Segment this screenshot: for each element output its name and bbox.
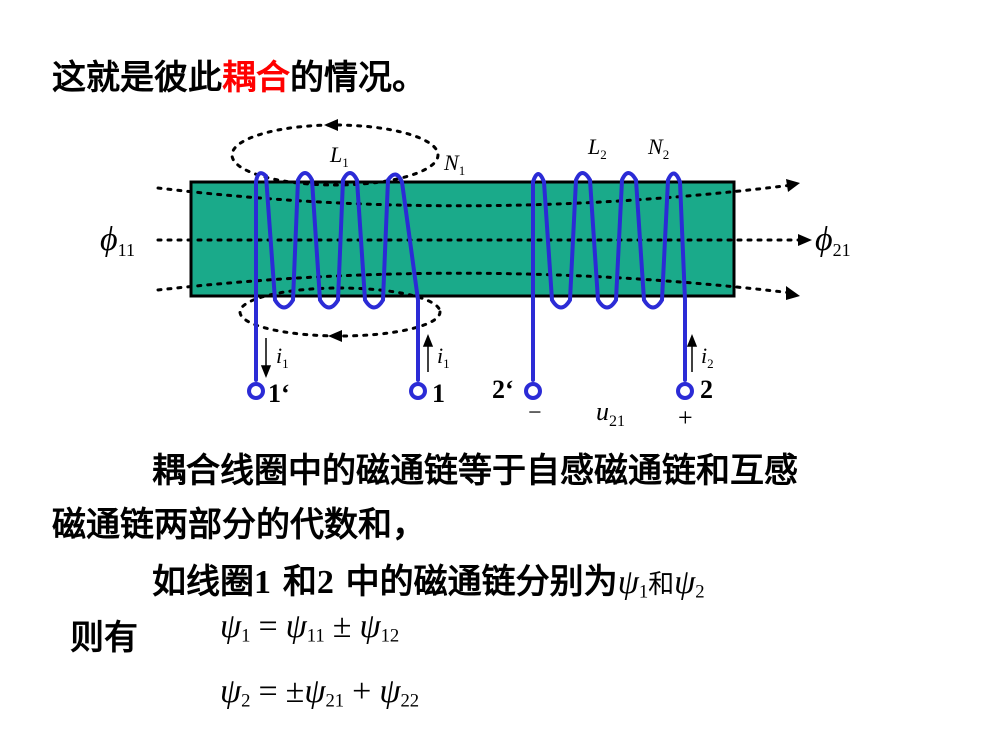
current-label-left-a: i1 bbox=[276, 343, 289, 371]
paragraph-1-line-2: 磁通链两部分的代数和， bbox=[52, 505, 426, 545]
flux-loop-top bbox=[230, 123, 440, 187]
current-arrows bbox=[260, 333, 698, 379]
terminal-2-prime-label: 2‘ bbox=[492, 375, 514, 404]
terminal-2-label: 2 bbox=[700, 375, 713, 404]
paragraph-2: 如线圈1 和2 中的磁通链分别为ψ1和ψ2 bbox=[152, 554, 705, 604]
eq1-lhs: ψ1 bbox=[220, 608, 251, 647]
eq2-equals: = bbox=[258, 673, 278, 710]
title-highlight: 耦合 bbox=[222, 58, 290, 98]
equation-2: ψ2=±ψ21+ψ22 bbox=[220, 673, 419, 713]
psi-2-symbol: ψ2 bbox=[674, 564, 705, 603]
terminal-1 bbox=[409, 382, 427, 400]
terminal-1-prime-label: 1‘ bbox=[268, 379, 290, 408]
paragraph-2-and: 和 bbox=[648, 570, 675, 600]
title-before: 这就是彼此 bbox=[52, 58, 222, 98]
coil1-turns-label: N1 bbox=[443, 150, 465, 178]
arrowhead-middle bbox=[798, 234, 812, 246]
flux-line-lower bbox=[156, 271, 794, 295]
terminal-2 bbox=[676, 382, 694, 400]
eq1-equals: = bbox=[258, 608, 278, 645]
psi-1-symbol: ψ1 bbox=[617, 564, 649, 603]
eq2-plus-minus: ± bbox=[285, 673, 305, 710]
current-arrowhead-right bbox=[686, 333, 698, 347]
paragraph-1-line-1: 耦合线圈中的磁通链等于自感磁通链和互感 bbox=[152, 451, 798, 491]
eq2-term-2: ψ22 bbox=[379, 673, 420, 712]
title: 这就是彼此耦合的情况。 bbox=[52, 50, 426, 99]
eq2-term-1: ψ21 bbox=[304, 673, 345, 712]
arrowhead-loop-bottom bbox=[328, 330, 342, 342]
then-label: 则有 bbox=[70, 618, 138, 658]
polarity-plus: + bbox=[678, 403, 693, 430]
terminal-1-prime bbox=[247, 382, 265, 400]
voltage-label: u21 bbox=[596, 397, 625, 430]
terminal-2-prime bbox=[524, 382, 542, 400]
eq1-term-2: ψ12 bbox=[359, 608, 400, 647]
terminals bbox=[247, 382, 694, 400]
eq2-lhs: ψ2 bbox=[220, 673, 251, 712]
arrowhead-upper bbox=[786, 179, 800, 192]
eq1-plus-minus: ± bbox=[332, 608, 352, 645]
current-arrowhead-left-a bbox=[260, 365, 272, 379]
flux-arrowheads bbox=[324, 119, 812, 342]
coil-2 bbox=[531, 171, 687, 382]
flux-right-label: ϕ21 bbox=[815, 221, 851, 260]
paragraph-2-mid-1: 和 bbox=[271, 562, 317, 602]
eq2-plus: + bbox=[352, 673, 372, 710]
eq1-term-1: ψ11 bbox=[285, 608, 325, 647]
arrowhead-loop-top bbox=[324, 119, 338, 131]
arrowhead-lower bbox=[786, 286, 800, 300]
paragraph-2-prefix: 如线圈 bbox=[152, 562, 254, 602]
current-arrowhead-left-b bbox=[422, 333, 434, 347]
title-after: 的情况。 bbox=[290, 58, 426, 98]
coil2-inductance-label: L2 bbox=[587, 134, 607, 162]
coil2-turns-label: N2 bbox=[647, 134, 669, 162]
current-label-right: i2 bbox=[701, 343, 714, 371]
coupled-coils-diagram: L1 N1 L2 N2 ϕ11 ϕ21 i1 i1 i2 1‘ 1 2‘ 2 −… bbox=[100, 119, 851, 430]
flux-left-label: ϕ11 bbox=[100, 221, 135, 260]
coil-number-1: 1 bbox=[254, 564, 271, 601]
equation-1: ψ1=ψ11±ψ12 bbox=[220, 608, 399, 648]
paragraph-2-mid-2: 中的磁通链分别为 bbox=[333, 562, 618, 602]
coil-1 bbox=[254, 171, 420, 382]
flux-line-upper bbox=[156, 183, 794, 208]
terminal-1-label: 1 bbox=[432, 379, 445, 408]
current-label-left-b: i1 bbox=[437, 343, 450, 371]
polarity-minus: − bbox=[528, 400, 542, 426]
coil1-inductance-label: L1 bbox=[329, 142, 349, 170]
coil-number-2: 2 bbox=[316, 564, 334, 601]
